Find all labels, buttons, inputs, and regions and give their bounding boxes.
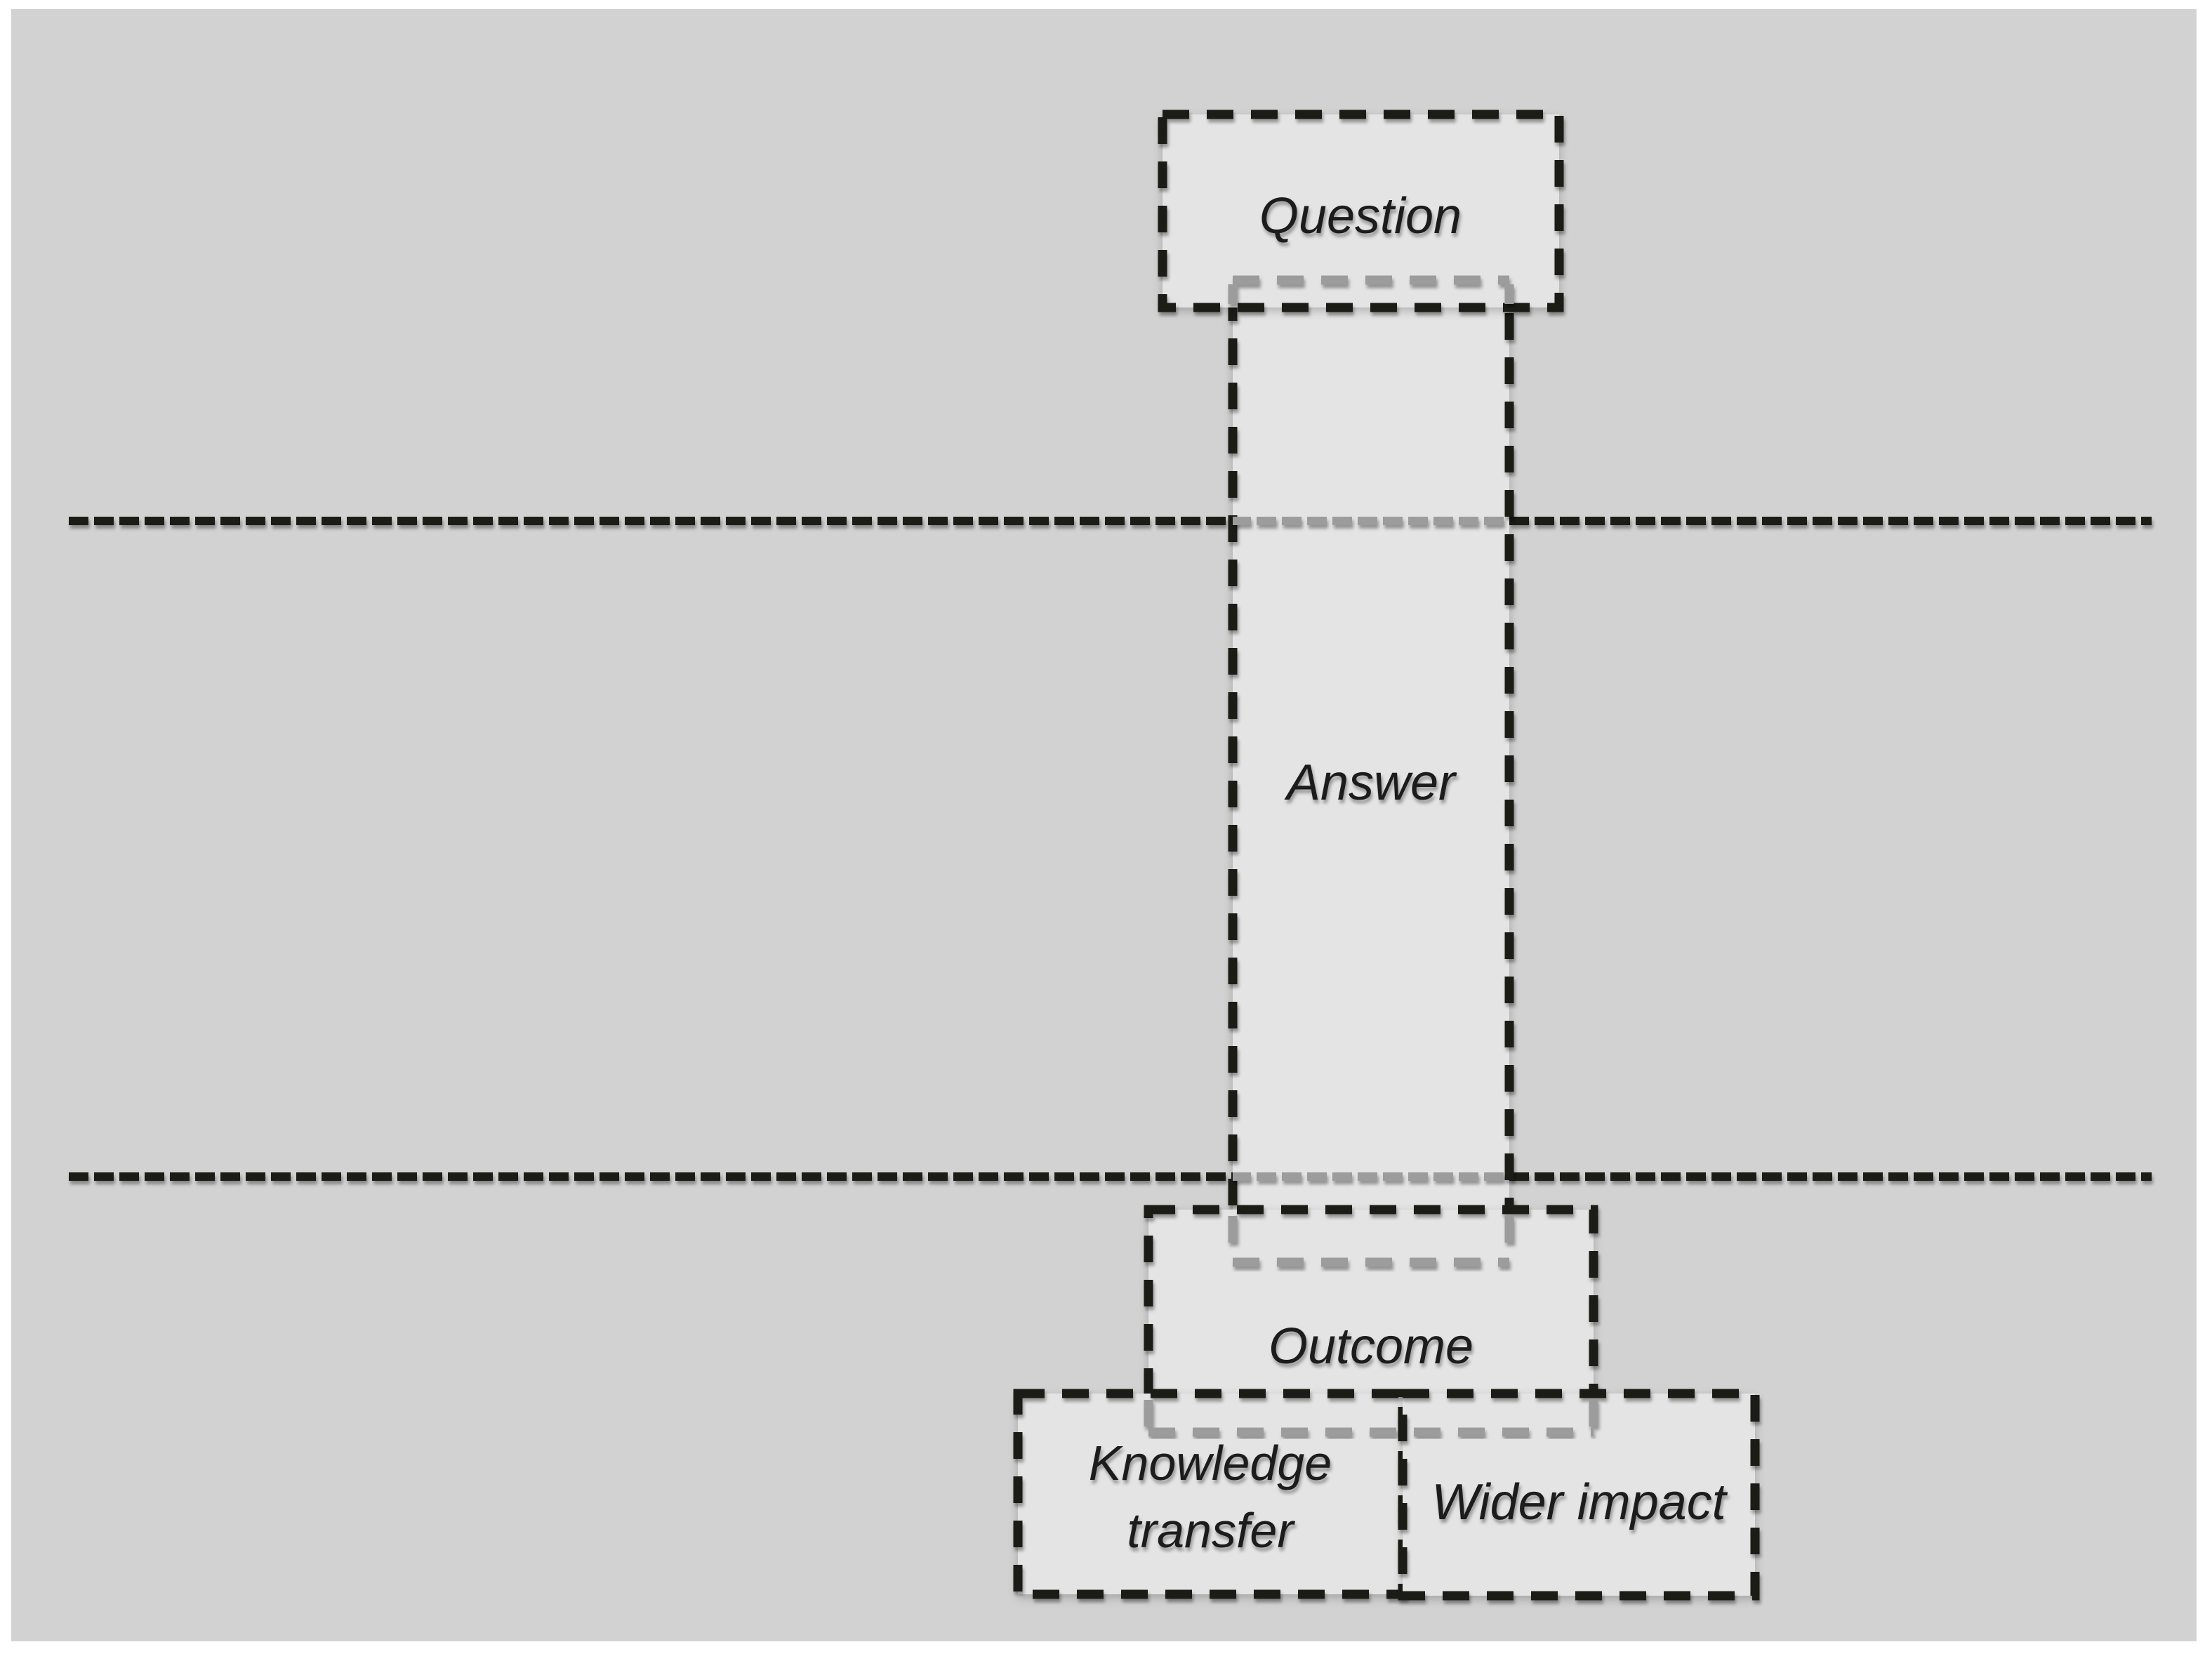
canvas-background (11, 9, 2197, 1641)
wider-impact-label: Wider impact (1431, 1474, 1728, 1530)
answer-box-fill (1233, 280, 1509, 1262)
question-label: Question (1259, 188, 1462, 244)
answer-label: Answer (1284, 755, 1457, 811)
wider-impact-box (1398, 1389, 1760, 1601)
answer-box (1228, 275, 1514, 1267)
knowledge-transfer-label-line2: transfer (1127, 1503, 1295, 1558)
knowledge-transfer-box (1013, 1389, 1408, 1599)
question-box-fill (1163, 114, 1559, 307)
wider-impact-box-fill (1403, 1394, 1755, 1596)
wider-impact-box-border (1398, 1389, 1760, 1601)
question-box-border (1158, 110, 1564, 312)
knowledge-transfer-label-line1: Knowledge (1089, 1436, 1332, 1490)
question-box (1158, 110, 1564, 312)
knowledge-transfer-box-fill (1018, 1394, 1403, 1594)
outcome-label: Outcome (1269, 1318, 1473, 1375)
knowledge-transfer-box-border (1013, 1389, 1408, 1599)
